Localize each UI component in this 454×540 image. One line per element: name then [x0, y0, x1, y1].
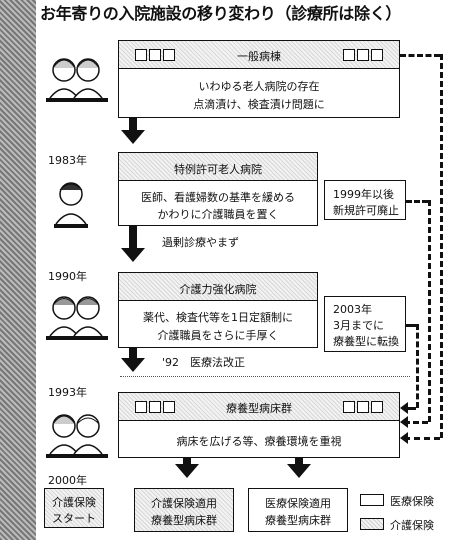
- care-insurance-start-1: 介護保険: [52, 496, 96, 509]
- window-cells-right-2: [343, 401, 383, 413]
- care-note-3: 療養型に転換: [333, 335, 399, 348]
- dashed-arrowhead-outer: [400, 432, 408, 444]
- special-hospital-note: 1999年以後 新規許可廃止: [324, 180, 406, 220]
- dashed-connector-outer-bottom: [404, 437, 440, 440]
- divider-dotted-line: [120, 376, 410, 377]
- special-hospital-header: 特例許可老人病院: [118, 152, 318, 182]
- care-hospital-desc-2: 介護職員をさらに手厚く: [157, 329, 279, 342]
- dashed-connector-mid-bottom: [404, 421, 428, 424]
- year-1983: 1983年: [48, 154, 87, 167]
- recuperation-desc: 病床を広げる等、療養環境を重視: [176, 435, 342, 448]
- dashed-arrowhead-low: [400, 402, 408, 414]
- dashed-connector-outer-v: [440, 54, 443, 438]
- flow-arrow-head-1: [121, 130, 145, 144]
- flow-label-law-revision: '92 医療法改正: [162, 356, 246, 369]
- recuperation-name: 療養型病床群: [226, 402, 292, 415]
- flow-arrow-head-3: [121, 358, 145, 372]
- year-1993: 1993年: [48, 386, 87, 399]
- flow-arrow-head-2: [121, 248, 145, 262]
- care-ward-line-2: 療養型病床群: [151, 514, 217, 527]
- care-hospital-header: 介護力強化病院: [118, 272, 318, 302]
- recuperation-body: 病床を広げる等、療養環境を重視: [118, 420, 400, 458]
- care-note-1: 2003年: [333, 303, 372, 316]
- window-cells-right: [343, 49, 383, 61]
- left-decorative-stripe: [0, 0, 36, 540]
- dashed-connector-low-v: [416, 324, 419, 408]
- split-arrow-head-left: [175, 464, 199, 478]
- elderly-couple-figure-2: [46, 292, 108, 346]
- year-1990: 1990年: [48, 270, 87, 283]
- split-arrow-head-right: [287, 464, 311, 478]
- special-hospital-desc-1: 医師、看護婦数の基準を緩める: [141, 191, 295, 204]
- legend-swatch-medical: [360, 494, 384, 506]
- special-hospital-desc-2: かわりに介護職員を置く: [157, 208, 279, 221]
- dashed-connector-low-h: [406, 324, 418, 327]
- elderly-man-figure: [54, 180, 88, 232]
- legend-swatch-care: [360, 518, 384, 530]
- general-ward-name: 一般病棟: [237, 50, 281, 63]
- medical-ward-line-1: 医療保険適用: [265, 497, 331, 510]
- general-ward-body: いわゆる老人病院の存在 点滴漬け、検査漬け問題に: [118, 68, 400, 118]
- legend-label-care: 介護保険: [390, 519, 434, 532]
- care-hospital-desc-1: 薬代、検査代等を1日定額制に: [143, 311, 293, 324]
- split-arrow-shaft-left: [183, 458, 191, 466]
- care-hospital-body: 薬代、検査代等を1日定額制に 介護職員をさらに手厚く: [118, 300, 318, 348]
- flow-arrow-shaft-1: [129, 118, 137, 130]
- flow-arrow-shaft-2: [129, 226, 137, 248]
- general-ward-header: 一般病棟: [118, 40, 400, 70]
- care-insurance-start-badge: 介護保険 スタート: [44, 488, 104, 528]
- dashed-connector-mid-v: [428, 200, 431, 422]
- flow-label-excess: 過剰診療やまず: [162, 236, 239, 249]
- medical-insurance-ward-box: 医療保険適用 療養型病床群: [248, 488, 348, 532]
- elderly-couple-figure: [46, 54, 108, 108]
- split-arrow-shaft-right: [295, 458, 303, 466]
- window-cells-left-2: [135, 401, 175, 413]
- legend-label-medical: 医療保険: [390, 495, 434, 508]
- elderly-couple-figure-3: [46, 410, 108, 464]
- dashed-connector-mid-h: [406, 200, 428, 203]
- year-2000: 2000年: [48, 474, 87, 487]
- medical-ward-line-2: 療養型病床群: [265, 514, 331, 527]
- care-hospital-name: 介護力強化病院: [179, 283, 257, 296]
- special-note-1: 1999年以後: [333, 188, 394, 201]
- dashed-connector-top-h: [400, 54, 440, 57]
- special-hospital-name: 特例許可老人病院: [174, 163, 262, 176]
- flow-arrow-shaft-3: [129, 348, 137, 358]
- general-ward-desc-2: 点滴漬け、検査漬け問題に: [193, 98, 325, 111]
- care-hospital-note: 2003年 3月までに 療養型に転換: [324, 296, 406, 352]
- special-hospital-body: 医師、看護婦数の基準を緩める かわりに介護職員を置く: [118, 180, 318, 226]
- care-note-2: 3月までに: [333, 319, 384, 332]
- care-ward-line-1: 介護保険適用: [151, 497, 217, 510]
- recuperation-header: 療養型病床群: [118, 392, 400, 422]
- dashed-arrowhead-mid: [400, 416, 408, 428]
- special-note-2: 新規許可廃止: [333, 204, 399, 217]
- care-insurance-start-2: スタート: [52, 512, 96, 525]
- care-insurance-ward-box: 介護保険適用 療養型病床群: [134, 488, 234, 532]
- dashed-connector-low-bottom: [404, 407, 416, 410]
- diagram-title: お年寄りの入院施設の移り変わり（診療所は除く）: [40, 4, 402, 23]
- general-ward-desc-1: いわゆる老人病院の存在: [198, 80, 320, 93]
- window-cells-left: [135, 49, 175, 61]
